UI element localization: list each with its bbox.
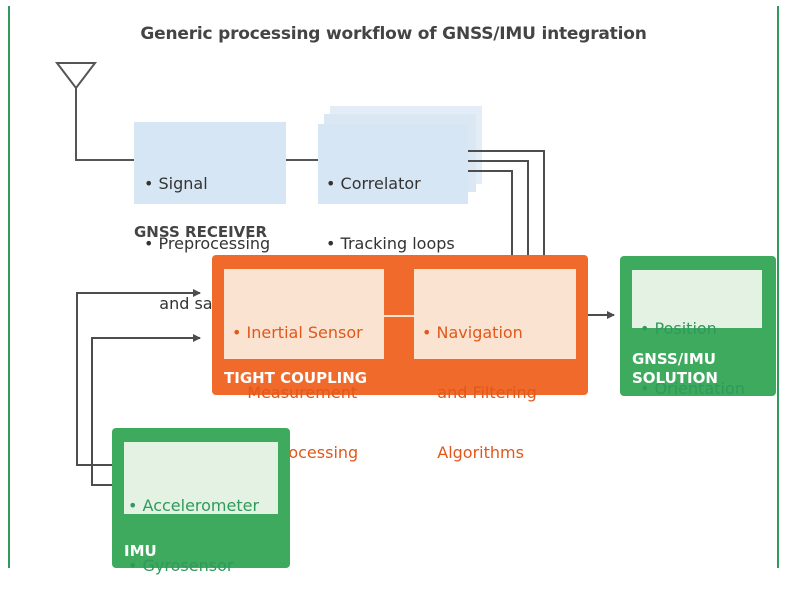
tracking-line-2: • Tracking loops — [326, 234, 455, 253]
inertial-line-1: • Inertial Sensor — [232, 323, 363, 342]
imu-label: IMU — [124, 542, 157, 560]
accelerometer-to-inertial-arrow — [76, 289, 201, 466]
antenna-icon — [54, 62, 98, 120]
solution-line-1: • Position — [640, 319, 717, 338]
inertial-sensor-box: • Inertial Sensor Measurement • Preproce… — [224, 269, 384, 462]
tracking-to-nav-arrow-3 — [468, 170, 516, 266]
navigation-filtering-box: • Navigation and Filtering Algorithms — [414, 269, 576, 462]
solution-line-2: • Orientation — [640, 379, 745, 398]
inertial-line-2: Measurement — [232, 383, 358, 402]
tight-coupling-box: • Inertial Sensor Measurement • Preproce… — [212, 255, 588, 462]
nav-line-3: Algorithms — [422, 443, 524, 462]
tracking-line-1: • Correlator — [326, 174, 421, 193]
diagram-title: Generic processing workflow of GNSS/IMU … — [140, 24, 647, 44]
position-orientation-box: • Position • Orientation — [632, 270, 762, 398]
tracking-loops-box: • Correlator • Tracking loops — [318, 124, 468, 253]
imu-line-1: • Accelerometer — [128, 496, 260, 515]
imu-box: • Accelerometer • Gyrosensor IMU — [112, 428, 290, 575]
imu-sensors-box: • Accelerometer • Gyrosensor — [124, 442, 278, 575]
signal-line-2: • Preprocessing — [144, 234, 271, 253]
gyro-to-inertial-arrow — [91, 334, 201, 486]
tracking-to-nav-arrow-2 — [468, 160, 532, 266]
solution-label-line-1: GNSS/IMU — [632, 350, 716, 368]
gnss-receiver-label: GNSS RECEIVER — [134, 223, 268, 241]
signal-line-1: • Signal — [144, 174, 208, 193]
nav-line-2: and Filtering — [422, 383, 537, 402]
signal-preprocessing-box: • Signal • Preprocessing and sampling — [134, 122, 286, 313]
diagram-canvas: Generic processing workflow of GNSS/IMU … — [8, 6, 779, 575]
antenna-to-signal-line — [75, 120, 134, 161]
solution-label-line-2: SOLUTION — [632, 369, 718, 387]
inertial-to-nav-line — [384, 315, 414, 317]
solution-box: • Position • Orientation GNSS/IMU SOLUTI… — [620, 256, 776, 398]
nav-line-1: • Navigation — [422, 323, 523, 342]
tight-coupling-label: TIGHT COUPLING — [224, 369, 368, 387]
tracking-to-nav-arrow-1 — [468, 150, 548, 266]
figure-frame — [8, 6, 779, 568]
